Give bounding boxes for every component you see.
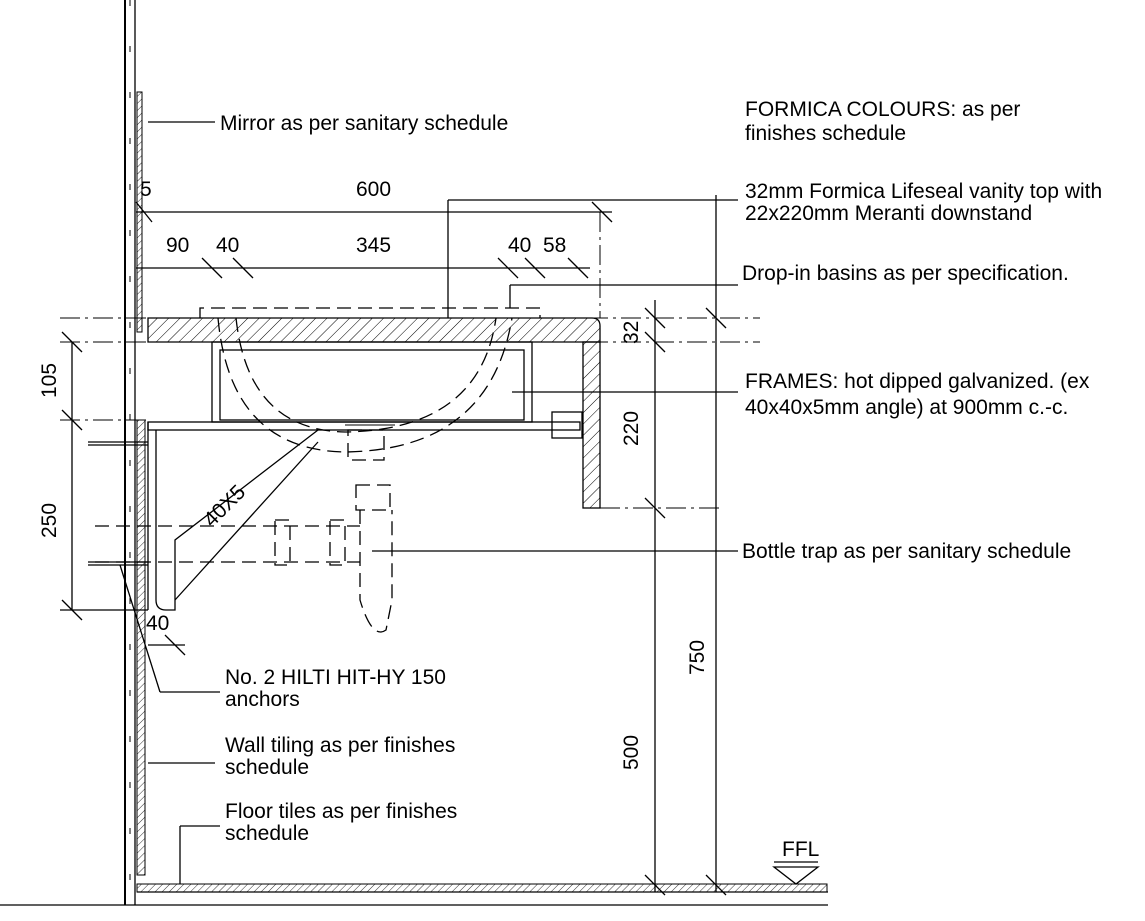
floor <box>0 883 828 906</box>
wall-tiling <box>136 419 146 876</box>
dimension-40-right: 40 <box>508 234 531 257</box>
floor-tiles-label-line-2: schedule <box>225 822 309 845</box>
basin <box>199 307 541 453</box>
dimension-58: 58 <box>543 234 566 257</box>
dimension-250: 250 <box>38 503 61 538</box>
anchors-label-line-1: No. 2 HILTI HIT-HY 150 <box>225 666 446 689</box>
wall-tiling-label-line-2: schedule <box>225 756 309 779</box>
dimension-500: 500 <box>620 735 643 770</box>
dimension-40-anchor: 40 <box>146 612 169 635</box>
anchors-label-line-2: anchors <box>225 688 300 711</box>
dimension-105: 105 <box>38 363 61 398</box>
wall <box>124 0 136 905</box>
formica-colours-label-line-1: FORMICA COLOURS: as per <box>745 98 1020 121</box>
dimension-750: 750 <box>686 640 709 675</box>
floor-tiles-label-line-1: Floor tiles as per finishes <box>225 800 457 823</box>
wall-tiling-label-line-1: Wall tiling as per finishes <box>225 734 455 757</box>
vanity-top-label-line-1: 32mm Formica Lifeseal vanity top with <box>745 180 1102 203</box>
dimension-32: 32 <box>620 321 643 344</box>
basins-label: Drop-in basins as per specification. <box>742 262 1069 285</box>
dimension-220: 220 <box>620 411 643 446</box>
ffl-marker <box>772 861 820 885</box>
dimension-600: 600 <box>356 178 391 201</box>
dimension-lines <box>60 195 760 896</box>
dimension-90: 90 <box>166 234 189 257</box>
dimension-345: 345 <box>356 234 391 257</box>
ffl-label: FFL <box>782 838 819 861</box>
frames-label-line-2: 40x40x5mm angle) at 900mm c.-c. <box>745 396 1068 419</box>
frames-label-line-1: FRAMES: hot dipped galvanized. (ex <box>745 370 1090 393</box>
mirror-label: Mirror as per sanitary schedule <box>220 112 508 135</box>
frame <box>147 341 583 611</box>
leaders <box>119 121 738 884</box>
bottle-trap-label: Bottle trap as per sanitary schedule <box>742 540 1071 563</box>
formica-colours-label-line-2: finishes schedule <box>745 122 906 145</box>
anchors <box>88 441 148 566</box>
dimension-5: 5 <box>140 178 152 201</box>
dimension-40-left: 40 <box>216 234 239 257</box>
vanity-top-label-line-2: 22x220mm Meranti downstand <box>745 202 1032 225</box>
